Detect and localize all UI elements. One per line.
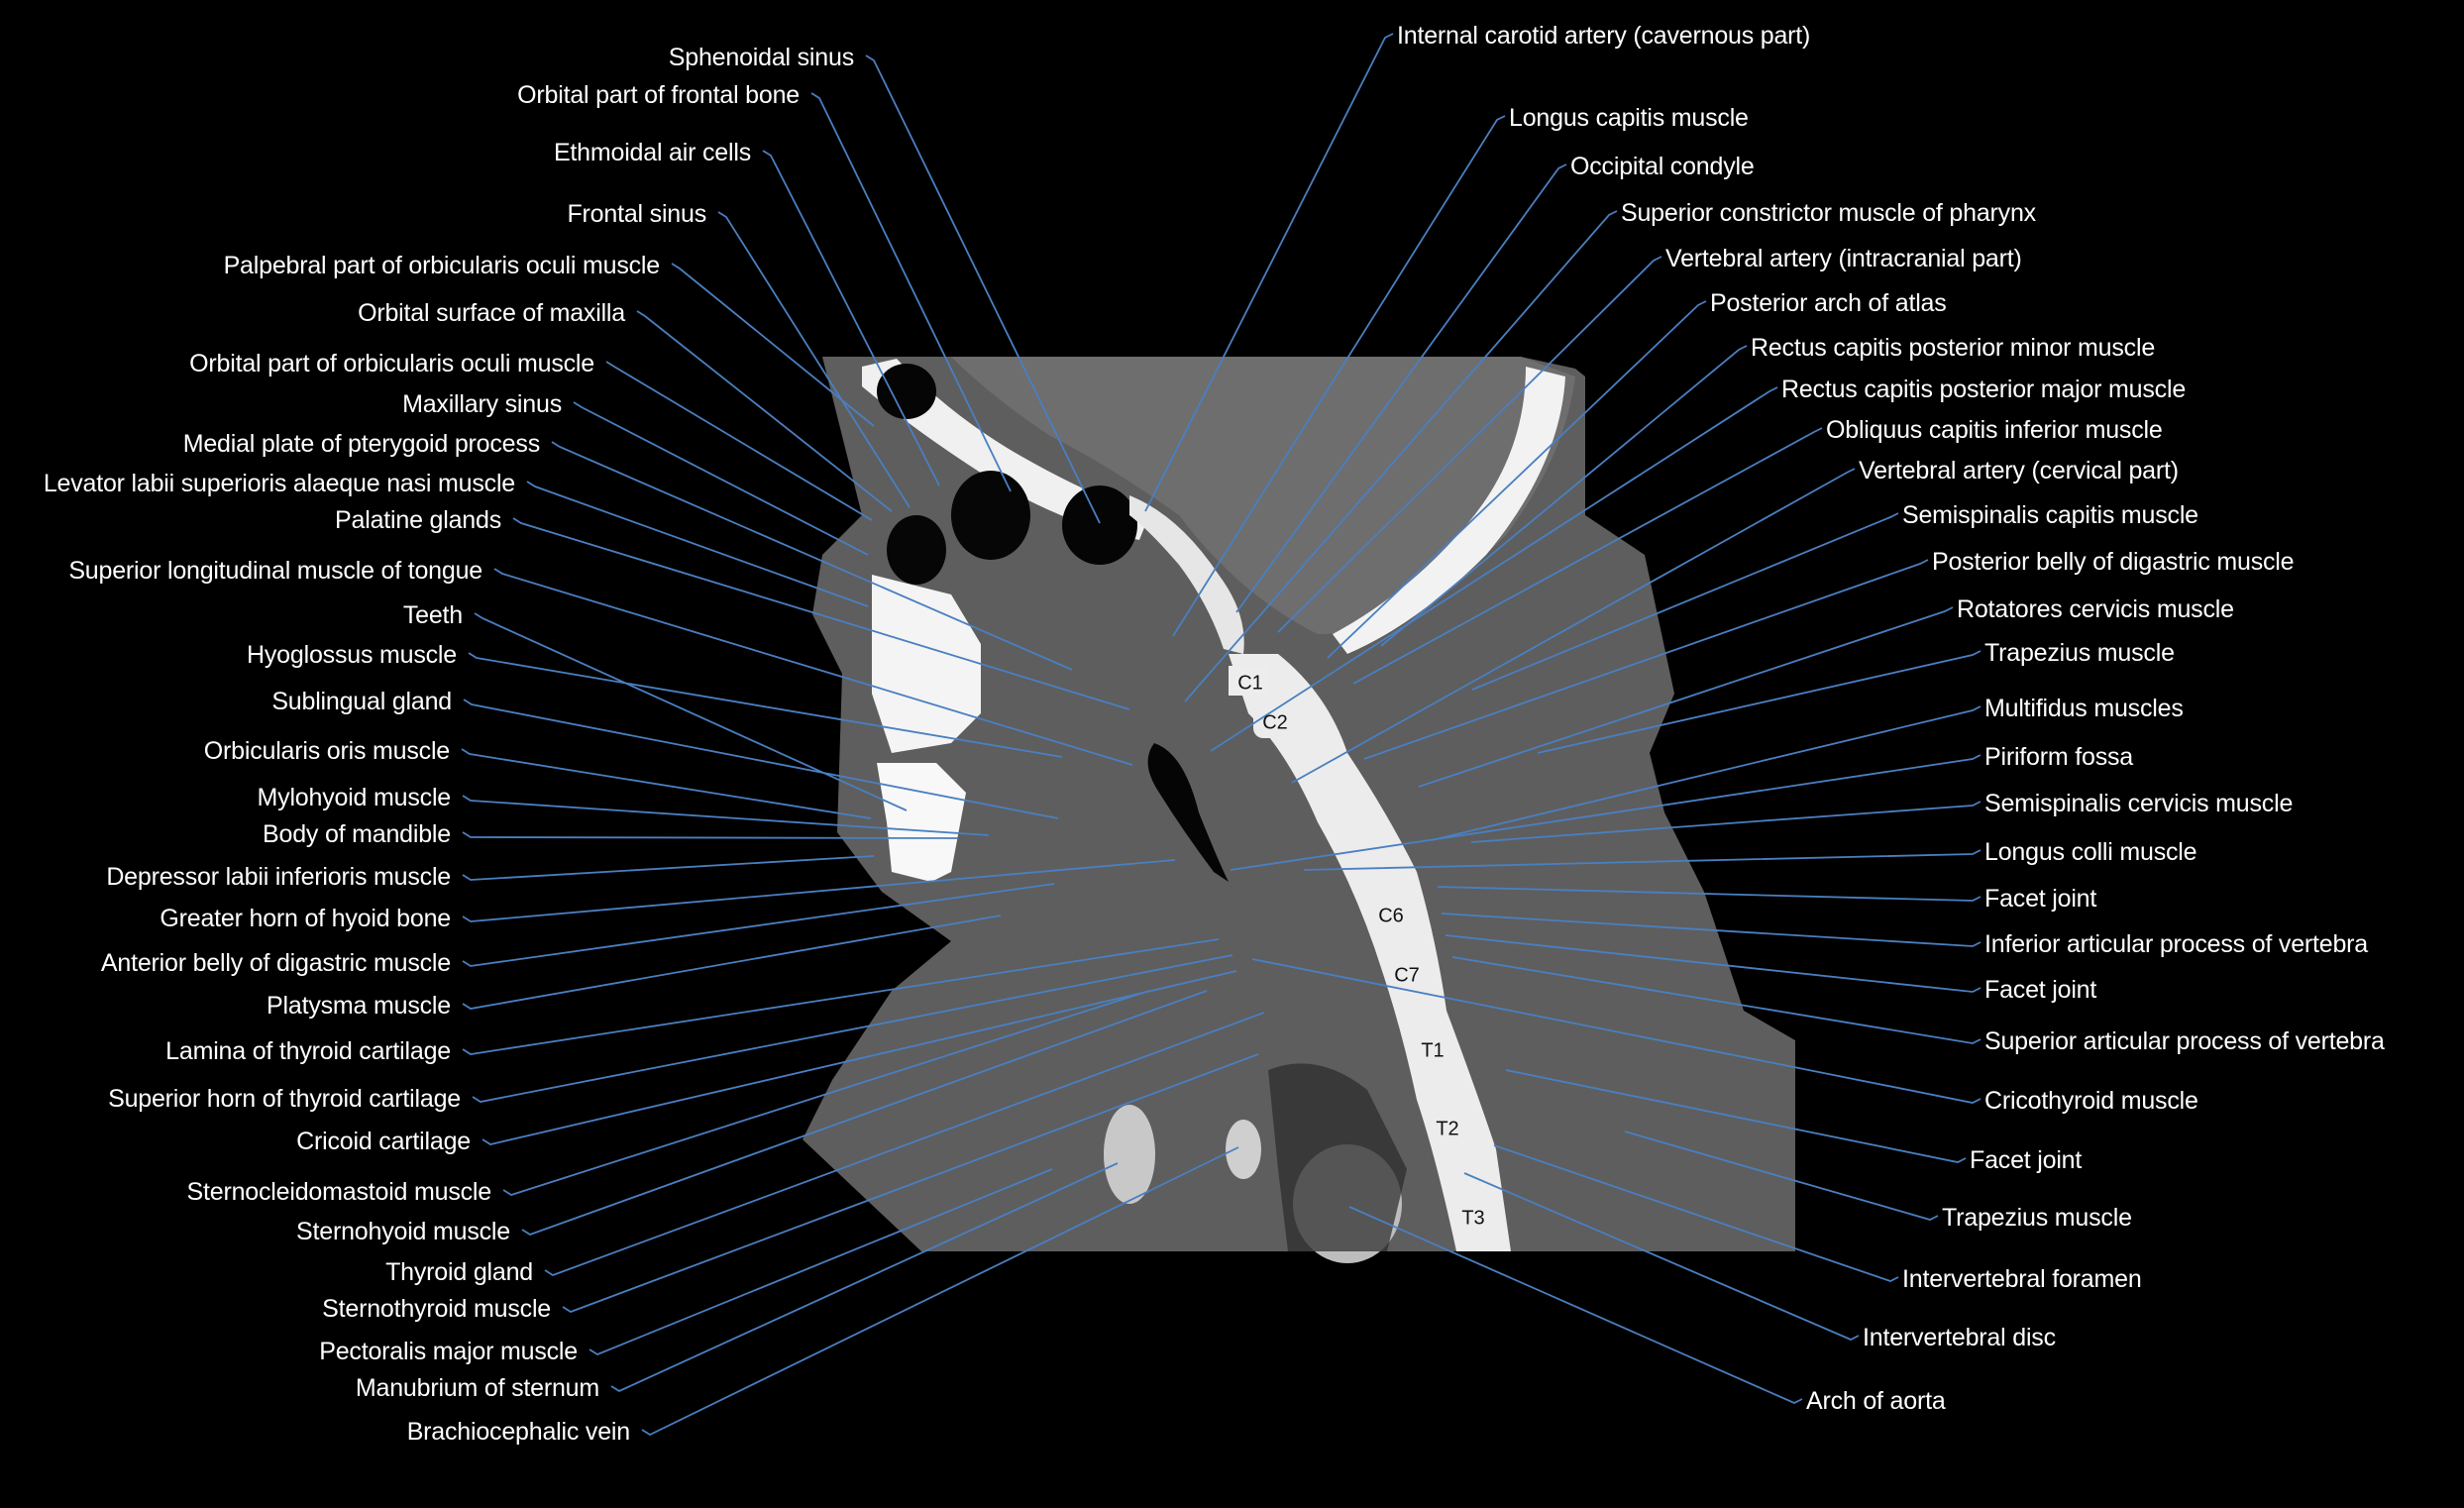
label-arch-of-aorta: Arch of aorta — [1806, 1387, 1946, 1415]
label-sublingual-gland: Sublingual gland — [271, 688, 452, 715]
label-mylohyoid-muscle: Mylohyoid muscle — [257, 784, 452, 811]
label-internal-carotid-artery-cavernous-part: Internal carotid artery (cavernous part) — [1397, 22, 1811, 50]
vertebra-label-c2: C2 — [1262, 711, 1288, 734]
label-body-of-mandible: Body of mandible — [263, 820, 451, 848]
label-obliquus-capitis-inferior-muscle: Obliquus capitis inferior muscle — [1826, 416, 2163, 444]
label-superior-horn-of-thyroid-cartilage: Superior horn of thyroid cartilage — [108, 1085, 461, 1113]
label-anterior-belly-of-digastric-muscle: Anterior belly of digastric muscle — [100, 949, 451, 977]
label-intervertebral-disc: Intervertebral disc — [1863, 1324, 2056, 1351]
label-ethmoidal-air-cells: Ethmoidal air cells — [553, 139, 751, 166]
vertebra-label-c6: C6 — [1378, 905, 1404, 927]
label-depressor-labii-inferioris-muscle: Depressor labii inferioris muscle — [106, 863, 451, 891]
label-facet-joint: Facet joint — [1970, 1146, 2083, 1174]
label-facet-joint: Facet joint — [1984, 885, 2097, 913]
label-posterior-belly-of-digastric-muscle: Posterior belly of digastric muscle — [1932, 548, 2295, 576]
label-sternocleidomastoid-muscle: Sternocleidomastoid muscle — [186, 1178, 492, 1206]
label-manubrium-of-sternum: Manubrium of sternum — [355, 1374, 599, 1402]
label-platysma-muscle: Platysma muscle — [267, 992, 451, 1020]
vertebra-label-t3: T3 — [1461, 1207, 1485, 1230]
label-posterior-arch-of-atlas: Posterior arch of atlas — [1710, 289, 1947, 317]
label-rotatores-cervicis-muscle: Rotatores cervicis muscle — [1957, 595, 2234, 623]
label-cricothyroid-muscle: Cricothyroid muscle — [1984, 1087, 2198, 1115]
brachiocephalic-vessel — [1226, 1120, 1261, 1179]
label-trapezius-muscle: Trapezius muscle — [1942, 1204, 2132, 1232]
label-occipital-condyle: Occipital condyle — [1570, 153, 1755, 180]
label-brachiocephalic-vein: Brachiocephalic vein — [406, 1418, 631, 1446]
label-palatine-glands: Palatine glands — [335, 506, 501, 534]
label-vertebral-artery-intracranial-part: Vertebral artery (intracranial part) — [1665, 245, 2022, 272]
label-vertebral-artery-cervical-part: Vertebral artery (cervical part) — [1859, 457, 2179, 485]
label-hyoglossus-muscle: Hyoglossus muscle — [247, 641, 457, 669]
label-superior-articular-process-of-vertebra: Superior articular process of vertebra — [1984, 1027, 2385, 1055]
label-orbicularis-oris-muscle: Orbicularis oris muscle — [203, 737, 450, 765]
label-trapezius-muscle: Trapezius muscle — [1984, 639, 2175, 667]
label-orbital-surface-of-maxilla: Orbital surface of maxilla — [358, 299, 625, 327]
frontal-sinus — [877, 364, 936, 419]
label-thyroid-gland: Thyroid gland — [385, 1258, 533, 1286]
manubrium — [1104, 1105, 1155, 1204]
label-semispinalis-cervicis-muscle: Semispinalis cervicis muscle — [1984, 790, 2294, 817]
label-sphenoidal-sinus: Sphenoidal sinus — [668, 44, 854, 71]
ethmoid-cells — [951, 471, 1030, 560]
label-superior-longitudinal-muscle-of-tongue: Superior longitudinal muscle of tongue — [68, 557, 482, 585]
sphenoid-sinus — [1062, 485, 1137, 565]
vertebra-label-t1: T1 — [1421, 1039, 1445, 1062]
label-orbital-part-of-frontal-bone: Orbital part of frontal bone — [517, 81, 800, 109]
label-multifidus-muscles: Multifidus muscles — [1984, 695, 2184, 722]
label-piriform-fossa: Piriform fossa — [1984, 743, 2134, 771]
label-pectoralis-major-muscle: Pectoralis major muscle — [319, 1338, 578, 1365]
label-sternothyroid-muscle: Sternothyroid muscle — [322, 1295, 551, 1323]
vertebra-label-t2: T2 — [1436, 1118, 1459, 1140]
vertebra-label-c1: C1 — [1237, 672, 1263, 695]
maxillary-sinus — [887, 515, 946, 585]
label-inferior-articular-process-of-vertebra: Inferior articular process of vertebra — [1984, 930, 2369, 958]
label-intervertebral-foramen: Intervertebral foramen — [1902, 1265, 2142, 1293]
label-longus-colli-muscle: Longus colli muscle — [1984, 838, 2197, 866]
label-facet-joint: Facet joint — [1984, 976, 2097, 1004]
label-superior-constrictor-muscle-of-pharynx: Superior constrictor muscle of pharynx — [1621, 199, 2036, 227]
label-orbital-part-of-orbicularis-oculi-muscle: Orbital part of orbicularis oculi muscle — [189, 350, 594, 377]
label-rectus-capitis-posterior-minor-muscle: Rectus capitis posterior minor muscle — [1751, 334, 2156, 362]
label-sternohyoid-muscle: Sternohyoid muscle — [296, 1218, 510, 1245]
label-maxillary-sinus: Maxillary sinus — [402, 390, 562, 418]
mediastinum — [1268, 1063, 1407, 1251]
label-frontal-sinus: Frontal sinus — [567, 200, 706, 228]
airway — [1147, 743, 1229, 882]
label-longus-capitis-muscle: Longus capitis muscle — [1509, 104, 1749, 132]
vertebra-label-c7: C7 — [1394, 964, 1420, 987]
label-palpebral-part-of-orbicularis-oculi-muscle: Palpebral part of orbicularis oculi musc… — [223, 252, 661, 279]
label-semispinalis-capitis-muscle: Semispinalis capitis muscle — [1902, 501, 2198, 529]
label-lamina-of-thyroid-cartilage: Lamina of thyroid cartilage — [165, 1037, 451, 1065]
label-cricoid-cartilage: Cricoid cartilage — [296, 1128, 471, 1155]
label-rectus-capitis-posterior-major-muscle: Rectus capitis posterior major muscle — [1781, 376, 2187, 403]
label-medial-plate-of-pterygoid-process: Medial plate of pterygoid process — [182, 430, 540, 458]
label-teeth: Teeth — [402, 601, 463, 629]
label-levator-labii-superioris-alaeque-nasi-muscle: Levator labii superioris alaeque nasi mu… — [43, 470, 515, 497]
label-greater-horn-of-hyoid-bone: Greater horn of hyoid bone — [160, 905, 451, 932]
